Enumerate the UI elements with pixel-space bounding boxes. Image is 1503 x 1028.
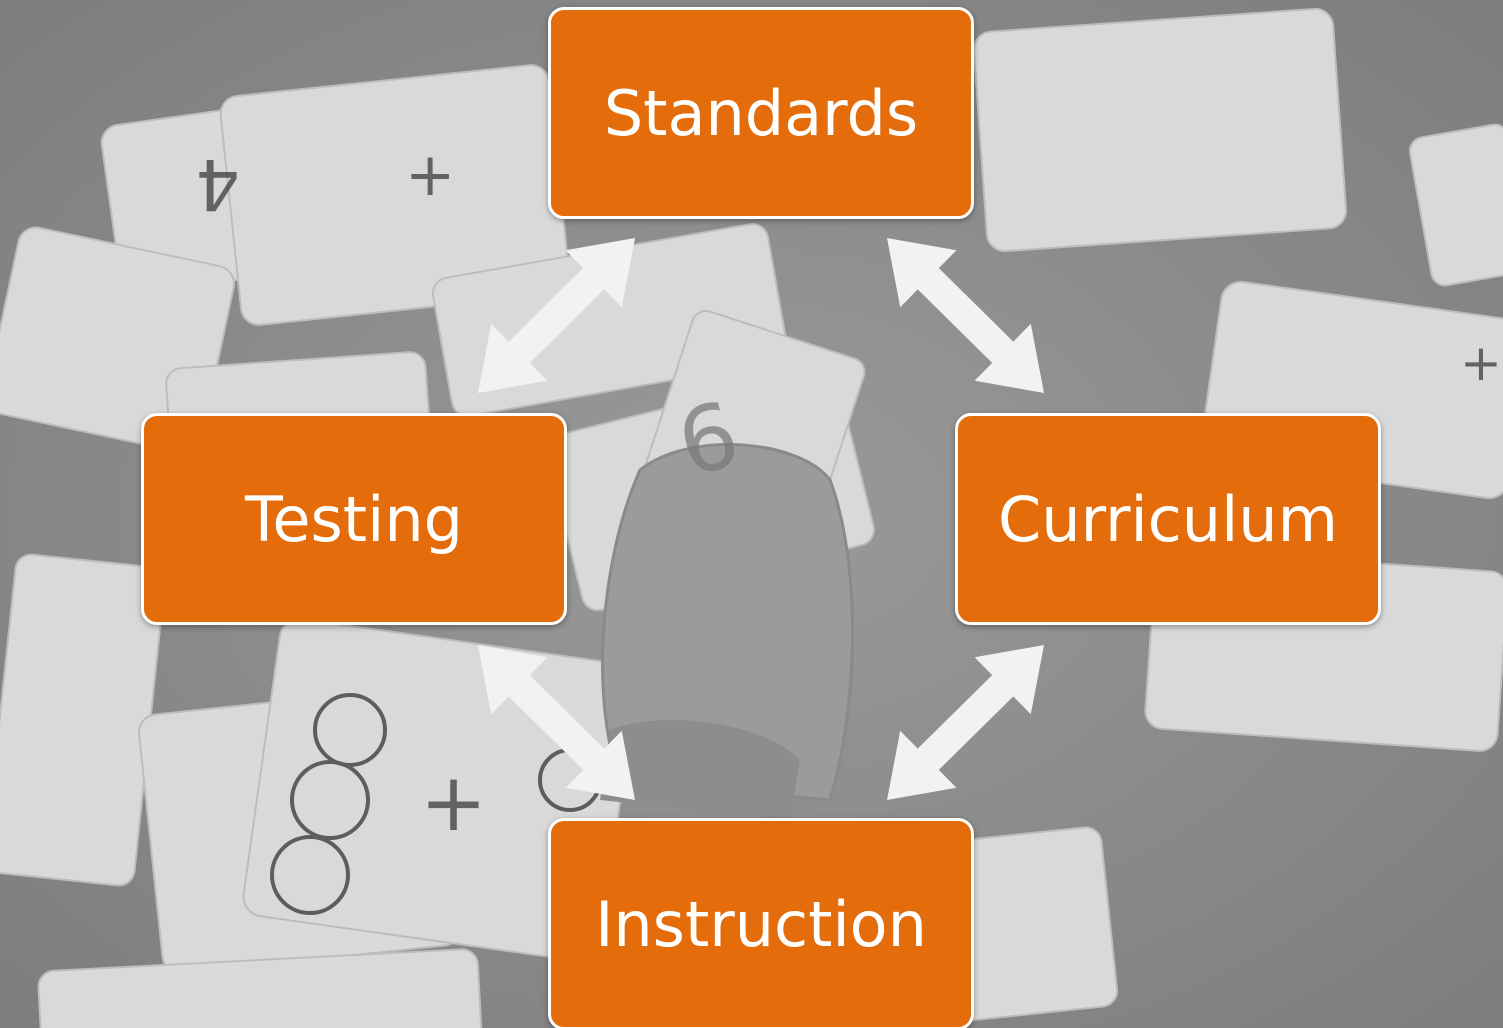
arrow-group xyxy=(478,238,1044,800)
arrow-testing-instruction xyxy=(478,645,635,800)
arrow-curriculum-instruction xyxy=(887,645,1044,800)
node-curriculum: Curriculum xyxy=(955,413,1381,625)
arrow-standards-curriculum xyxy=(887,238,1044,393)
arrow-standards-testing xyxy=(478,238,635,393)
svg-text:4: 4 xyxy=(195,143,240,225)
svg-text:+: + xyxy=(1460,334,1502,392)
node-standards: Standards xyxy=(548,7,974,219)
node-testing: Testing xyxy=(141,413,567,625)
svg-text:+: + xyxy=(405,140,455,210)
svg-text:+: + xyxy=(420,756,487,849)
node-instruction: Instruction xyxy=(548,818,974,1028)
hand-shape xyxy=(600,443,854,820)
card-marks: 4 + + + 6 xyxy=(195,140,1502,915)
